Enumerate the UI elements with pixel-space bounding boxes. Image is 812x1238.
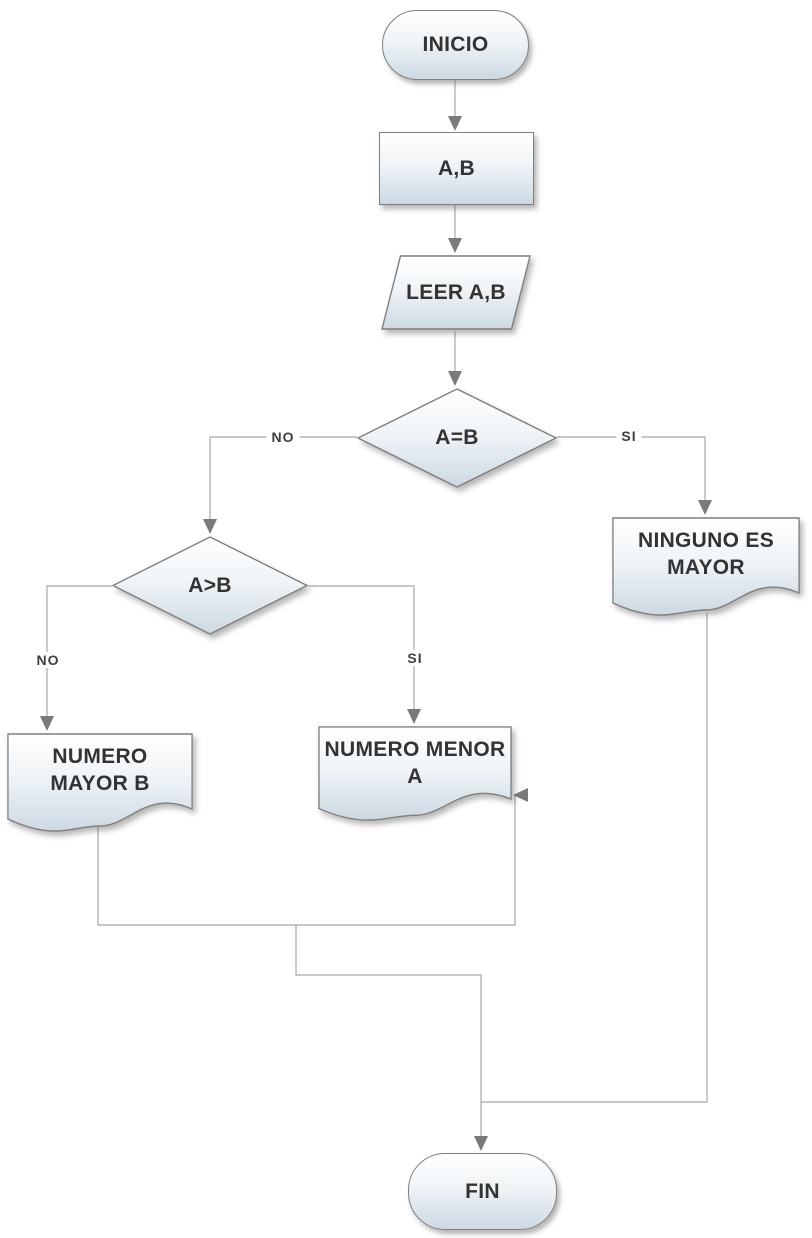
node-inicio: INICIO: [382, 10, 529, 80]
edge-label-igual-si: SI: [616, 428, 642, 444]
node-numero-menor-a: NUMERO MENOR A: [318, 726, 512, 822]
arrowhead-into-igual: [448, 371, 462, 386]
arrowhead-into-ninguno: [698, 500, 712, 515]
node-decision-mayor-label: A>B: [188, 573, 232, 597]
node-numero-menor-a-label: NUMERO MENOR A: [324, 738, 506, 789]
arrowhead-into-numero-menor: [407, 709, 421, 724]
document-shape: [7, 733, 193, 832]
node-leer-ab: LEER A,B: [381, 255, 531, 330]
arrowhead-into-leer: [448, 238, 462, 253]
connector-igual-si-to-ninguno: [557, 436, 706, 502]
arrowhead-into-numero-menor-side: [513, 788, 528, 802]
node-fin: FIN: [408, 1153, 557, 1230]
node-entrada-ab: A,B: [379, 132, 534, 205]
arrowhead-into-mayor: [203, 519, 217, 534]
connector-join-to-fin: [295, 925, 482, 1136]
node-numero-mayor-b-label: NUMERO MAYOR B: [50, 745, 150, 796]
node-decision-igual-label: A=B: [435, 426, 479, 450]
input-parallelogram-shape: [381, 255, 531, 330]
document-shape: [318, 726, 512, 821]
node-entrada-ab-label: A,B: [437, 156, 476, 180]
arrowhead-into-fin: [474, 1136, 488, 1151]
arrowhead-into-numero-mayor: [40, 716, 54, 731]
node-ninguno-es-mayor: NINGUNO ES MAYOR: [612, 517, 800, 617]
decision-diamond-shape: [112, 536, 308, 635]
node-leer-ab-label: LEER A,B: [406, 280, 506, 304]
node-ninguno-es-mayor-label: NINGUNO ES MAYOR: [637, 529, 774, 580]
node-decision-mayor: A>B: [112, 536, 308, 635]
node-numero-mayor-b: NUMERO MAYOR B: [7, 733, 193, 833]
connector-mayor-no-to-numero-mayor: [46, 585, 112, 718]
node-decision-igual: A=B: [357, 388, 557, 488]
edge-label-mayor-no: NO: [31, 652, 65, 668]
node-fin-label: FIN: [465, 1179, 500, 1203]
edge-label-igual-no: NO: [266, 429, 300, 445]
document-shape: [612, 517, 800, 616]
connector-mayor-si-to-numero-menor: [308, 585, 415, 711]
connector-igual-no-to-mayor: [209, 436, 357, 521]
connector-numero-mayor-to-numero-menor: [97, 795, 516, 926]
edge-label-mayor-si: SI: [402, 650, 428, 666]
decision-diamond-shape: [357, 388, 557, 488]
node-inicio-label: INICIO: [422, 33, 489, 57]
connector-ninguno-to-fin: [481, 613, 708, 1103]
arrowhead-into-ab: [448, 116, 462, 131]
